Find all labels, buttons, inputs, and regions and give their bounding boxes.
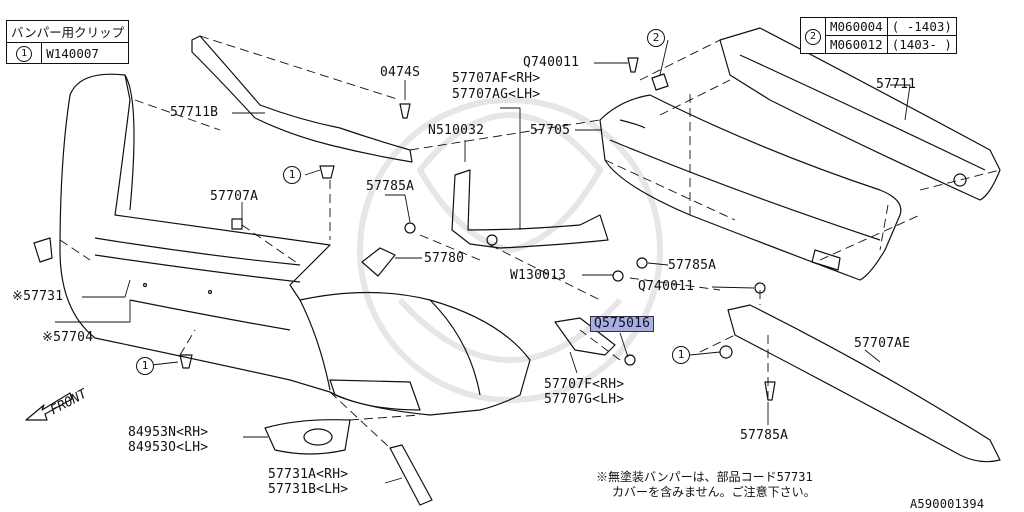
label-Q740011-top[interactable]: Q740011 [523,55,580,70]
label-Q740011-bottom[interactable]: Q740011 [638,279,695,294]
watermark-emblem [357,97,663,403]
callout-1-upper[interactable]: 1 [283,166,301,184]
label-57704[interactable]: ※57704 [42,330,94,345]
leader-lines [55,39,911,484]
variant-ref: 2 [805,28,821,45]
label-N510032[interactable]: N510032 [428,123,485,138]
variant-part-1[interactable]: M060004 [825,17,888,36]
bracket-57707AF[interactable] [451,169,609,249]
fog-cover-84953[interactable] [264,419,351,455]
label-57731B[interactable]: 57731B<LH> [268,482,349,497]
label-57711B[interactable]: 57711B [170,105,219,120]
bracket-57711B[interactable] [191,35,413,163]
variant-table: 2 M060004 ( -1403) M060012 (1403- ) [800,17,957,54]
label-57731A[interactable]: 57731A<RH> [268,467,349,482]
side-cover-57731A[interactable] [389,444,433,506]
label-57785A-lower[interactable]: 57785A [740,428,789,443]
note-line-2: カバーを含みません。ご注意下さい。 [612,485,816,499]
label-57785A-upper[interactable]: 57785A [366,179,415,194]
label-57785A-right[interactable]: 57785A [668,258,717,273]
note-line-1: ※無塗装バンパーは、部品コード57731 [596,470,813,484]
clip-legend-table: バンパー用クリップ 1 W140007 [5,20,130,64]
variant-range-2: (1403- ) [886,35,957,54]
variant-part-2[interactable]: M060012 [825,35,888,54]
label-84953N[interactable]: 84953N<RH> [128,425,209,440]
label-57711[interactable]: 57711 [876,77,917,92]
bracket-57707F[interactable] [554,317,616,356]
label-57707AE[interactable]: 57707AE [854,336,911,351]
callout-1-left[interactable]: 1 [136,357,154,375]
label-57707A[interactable]: 57707A [210,189,259,204]
label-W130013[interactable]: W130013 [510,268,567,283]
callout-2[interactable]: 2 [647,29,665,47]
label-57731[interactable]: ※57731 [12,289,64,304]
callout-1-right[interactable]: 1 [672,346,690,364]
label-57707AG[interactable]: 57707AG<LH> [452,87,541,102]
variant-ref-cell: 2 [800,17,826,54]
cover-57780[interactable] [361,247,396,277]
legend-header: バンパー用クリップ [5,20,130,43]
legend-ref: 1 [16,46,33,62]
label-Q575016-highlighted[interactable]: Q575016 [590,316,655,332]
label-57707AF[interactable]: 57707AF<RH> [452,71,541,86]
variant-range-1: ( -1403) [886,17,957,36]
legend-part[interactable]: W140007 [41,42,130,64]
label-0474S[interactable]: 0474S [380,65,421,80]
bumper-face-57704[interactable] [59,73,531,416]
reinforcement-beam-57711[interactable] [719,27,1001,201]
diagram-id: A590001394 [910,497,985,511]
label-84953O[interactable]: 84953O<LH> [128,440,209,455]
label-57707F[interactable]: 57707F<RH> [544,377,625,392]
lower-bracket-57707AE[interactable] [727,304,1001,463]
label-57780[interactable]: 57780 [424,251,465,266]
dashed-guide-lines [59,35,1001,449]
label-57705[interactable]: 57705 [530,123,571,138]
legend-ref-cell: 1 [5,42,43,64]
front-arrow-icon [25,392,73,421]
fasteners [33,57,776,401]
label-57707G[interactable]: 57707G<LH> [544,392,625,407]
